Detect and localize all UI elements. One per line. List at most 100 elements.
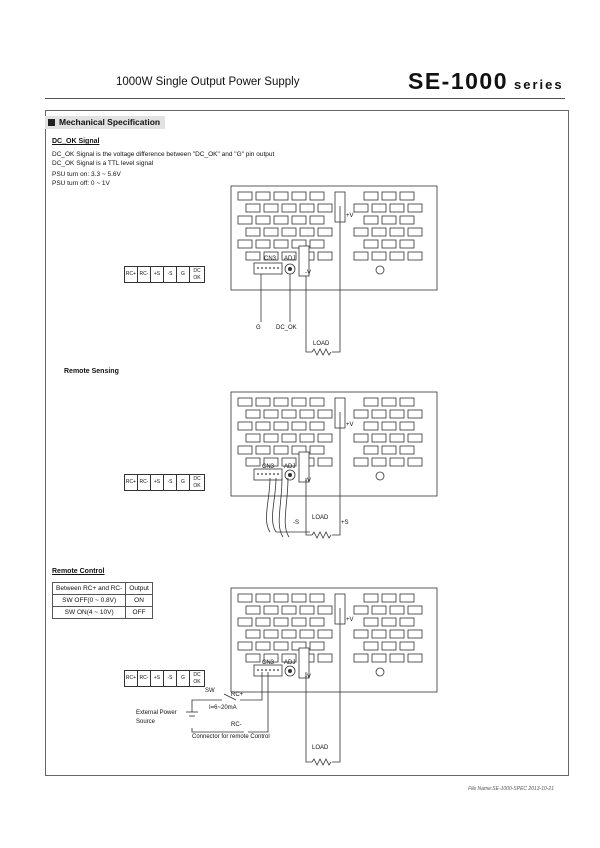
g-label: G xyxy=(256,325,261,331)
vent-slot xyxy=(371,227,387,237)
remote-control-wiring xyxy=(186,608,341,766)
model-series: series xyxy=(514,77,564,92)
vent-slot xyxy=(255,593,271,603)
vent-slot xyxy=(399,397,415,407)
vent-slot xyxy=(237,239,253,249)
cn3-pin xyxy=(277,473,279,475)
pin-rc-plus: RC+ xyxy=(125,475,138,490)
vent-slot xyxy=(263,629,279,639)
vent-slot xyxy=(291,191,307,201)
remote-sensing-heading: Remote Sensing xyxy=(64,368,119,375)
vent-slot xyxy=(407,251,423,261)
vent-slot xyxy=(407,433,423,443)
vent-slot xyxy=(399,191,415,201)
vent-slot xyxy=(237,191,253,201)
vent-slot xyxy=(281,409,297,419)
dc-ok-turn-on: PSU turn on: 3.3 ~ 5.6V xyxy=(52,171,121,178)
vent-slot xyxy=(353,629,369,639)
vent-slot xyxy=(263,653,279,663)
vent-slot xyxy=(309,641,325,651)
pin-rc-plus: RC+ xyxy=(125,267,138,282)
vent-slot xyxy=(399,215,415,225)
pin-s-minus: -S xyxy=(164,475,177,490)
pin-s-minus: -S xyxy=(164,671,177,686)
vent-slot xyxy=(389,433,405,443)
vent-slot xyxy=(237,421,253,431)
table-cell: OFF xyxy=(125,606,153,619)
pin-dc-ok: DC OK xyxy=(193,475,201,489)
vent-slot xyxy=(281,457,297,467)
vent-slot xyxy=(273,445,289,455)
current-label: I=6~20mA xyxy=(209,705,237,711)
vent-slot xyxy=(299,203,315,213)
minus-v-terminal xyxy=(298,451,310,483)
pin-rc-minus: RC- xyxy=(138,475,151,490)
vent-slot xyxy=(255,215,271,225)
vent-slot xyxy=(263,227,279,237)
vent-slot xyxy=(407,227,423,237)
vent-slot xyxy=(237,445,253,455)
pin-g: G xyxy=(177,475,190,490)
plus-v-label: +V xyxy=(346,617,354,623)
vent-slot xyxy=(381,641,397,651)
minus-v-terminal xyxy=(298,647,310,679)
vent-slot xyxy=(245,605,261,615)
vent-slot xyxy=(371,629,387,639)
cn3-pin xyxy=(273,267,275,269)
cn3-pin xyxy=(265,267,267,269)
header-rule xyxy=(45,98,565,99)
vent-slot xyxy=(255,641,271,651)
vent-slot xyxy=(381,617,397,627)
vent-slot xyxy=(371,409,387,419)
vent-slot xyxy=(299,227,315,237)
vent-slot xyxy=(353,409,369,419)
vent-slot xyxy=(281,203,297,213)
vent-slot xyxy=(363,445,379,455)
dc-ok-desc-2: DC_OK Signal is a TTL level signal xyxy=(52,160,154,167)
vent-slot xyxy=(407,457,423,467)
vent-slot xyxy=(309,215,325,225)
minus-v-label: -V xyxy=(305,674,311,680)
vent-slot xyxy=(245,409,261,419)
vent-slot xyxy=(407,629,423,639)
pin-strip-remote-control: RC+ RC- +S -S G DC OK xyxy=(124,670,205,687)
vent-slot xyxy=(237,593,253,603)
pin-dc-ok: DC OK xyxy=(193,267,201,281)
cn3-pin xyxy=(265,669,267,671)
vent-slot xyxy=(273,397,289,407)
cn3-pin xyxy=(273,669,275,671)
vent-slot xyxy=(291,593,307,603)
cn3-pin xyxy=(261,267,263,269)
vent-slot xyxy=(389,605,405,615)
mounting-hole xyxy=(375,265,385,275)
cn3-pin xyxy=(269,669,271,671)
cn3-label: CN3 xyxy=(264,256,277,262)
vent-slot xyxy=(309,397,325,407)
vent-slot xyxy=(363,593,379,603)
vent-slot xyxy=(371,653,387,663)
vent-slot xyxy=(273,641,289,651)
load-label: LOAD xyxy=(312,515,329,521)
vent-slot xyxy=(309,593,325,603)
minus-v-label: -V xyxy=(305,270,311,276)
vent-slot xyxy=(399,593,415,603)
pin-rc-plus: RC+ xyxy=(125,671,138,686)
vent-slot xyxy=(389,203,405,213)
cn3-label: CN3 xyxy=(262,464,275,470)
dc-ok-heading: DC_OK Signal xyxy=(52,138,100,145)
cn3-pin xyxy=(269,267,271,269)
pin-g: G xyxy=(177,671,190,686)
cn3-pin xyxy=(277,669,279,671)
vent-slot xyxy=(363,239,379,249)
adj-potentiometer xyxy=(284,469,296,481)
vent-slot xyxy=(263,433,279,443)
vent-slot xyxy=(255,239,271,249)
rc-plus-label: RC+ xyxy=(231,692,244,698)
vent-slot xyxy=(237,397,253,407)
vent-slot xyxy=(299,433,315,443)
remote-control-heading: Remote Control xyxy=(52,568,105,575)
vent-slot xyxy=(273,239,289,249)
minus-s-label: -S xyxy=(293,520,299,526)
vent-slot xyxy=(381,593,397,603)
